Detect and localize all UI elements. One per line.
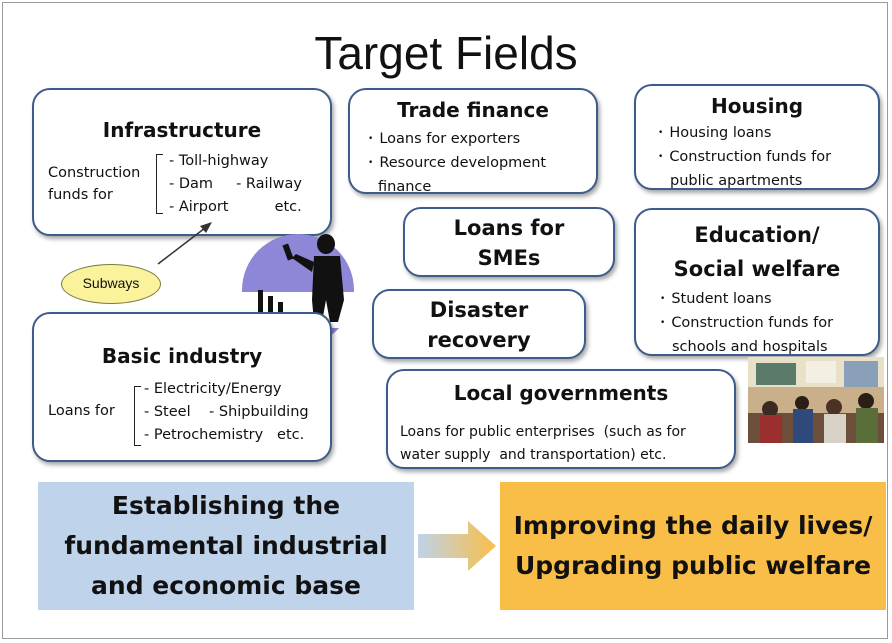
trade-finance-list: Loans for exporters Resource development… (368, 128, 546, 200)
housing-box: Housing Housing loans Construction funds… (634, 84, 880, 190)
classroom-photo (748, 357, 884, 443)
housing-title: Housing (710, 94, 804, 118)
disaster-box: Disaster recovery (372, 289, 586, 359)
smes-title: Loans for SMEs (453, 216, 565, 270)
infrastructure-lead: Construction funds for (48, 165, 141, 203)
fundamental-base-panel: Establishing the fundamental industrial … (38, 482, 414, 610)
classroom-photo-graphic (748, 357, 884, 443)
education-list: Student loans Construction funds for sch… (660, 288, 833, 360)
basic-industry-title: Basic industry (101, 344, 263, 368)
education-box: Education/ Social welfare Student loans … (634, 208, 880, 356)
basic-industry-lead: Loans for (48, 403, 115, 419)
infrastructure-title: Infrastructure (102, 118, 262, 142)
public-welfare-panel: Improving the daily lives/ Upgrading pub… (500, 482, 886, 610)
housing-list: Housing loans Construction funds for pub… (658, 122, 831, 194)
infrastructure-list: - Toll-highway - Dam - Railway - Airport… (169, 153, 302, 215)
slide-title: Target Fields (314, 27, 578, 79)
subways-label: Subways (61, 264, 161, 304)
local-governments-box: Local governments Loans for public enter… (386, 369, 736, 469)
infrastructure-box: Infrastructure Construction funds for - … (32, 88, 332, 236)
trade-finance-title: Trade finance (397, 98, 549, 122)
basic-industry-brace (134, 386, 141, 446)
education-title: Education/ Social welfare (673, 223, 841, 281)
infrastructure-brace (156, 154, 163, 214)
local-governments-text: Loans for public enterprises (such as fo… (400, 424, 686, 463)
basic-industry-list: - Electricity/Energy - Steel - Shipbuild… (144, 381, 309, 443)
local-governments-title: Local governments (453, 381, 669, 405)
disaster-title: Disaster recovery (427, 298, 531, 352)
basic-industry-box: Basic industry Loans for - Electricity/E… (32, 312, 332, 462)
trade-finance-box: Trade finance Loans for exporters Resour… (348, 88, 598, 195)
smes-box: Loans for SMEs (403, 207, 615, 277)
